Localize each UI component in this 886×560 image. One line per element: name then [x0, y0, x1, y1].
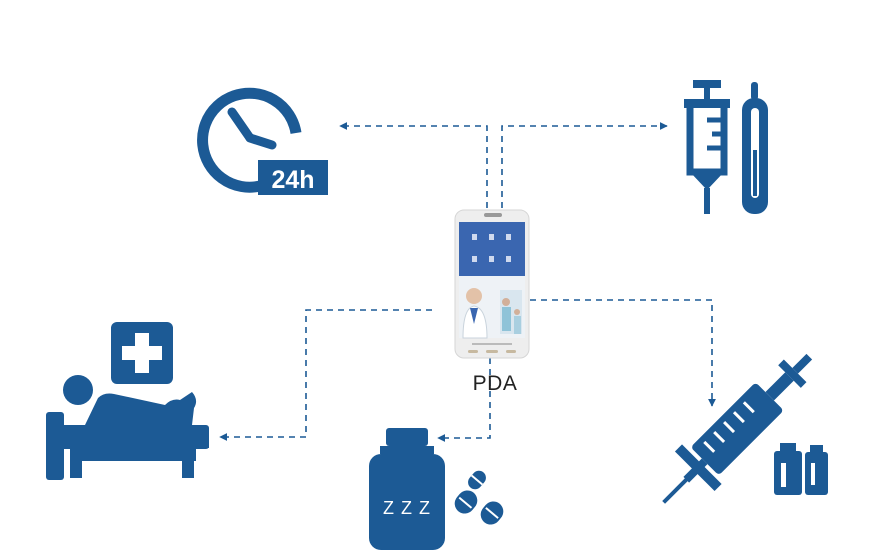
syringe-thermometer-icon	[684, 80, 768, 214]
connectors	[219, 122, 716, 442]
injection-vial-icon	[662, 353, 828, 504]
pda-label: PDA	[472, 372, 518, 395]
connector-syringe	[501, 122, 668, 208]
clock-badge-text: 24h	[271, 166, 314, 194]
pda-device-icon	[454, 209, 530, 359]
connector-clock	[339, 122, 488, 208]
clock-24h-icon: 24h	[197, 87, 328, 195]
connector-pills	[437, 358, 491, 442]
sleeping-pill-bottle-icon: Z Z Z	[369, 428, 504, 550]
patient-bed-icon	[46, 322, 209, 480]
connector-bed	[219, 309, 432, 441]
pill-bottle-zzz-text: Z Z Z	[383, 498, 431, 518]
connector-injection	[530, 299, 716, 407]
